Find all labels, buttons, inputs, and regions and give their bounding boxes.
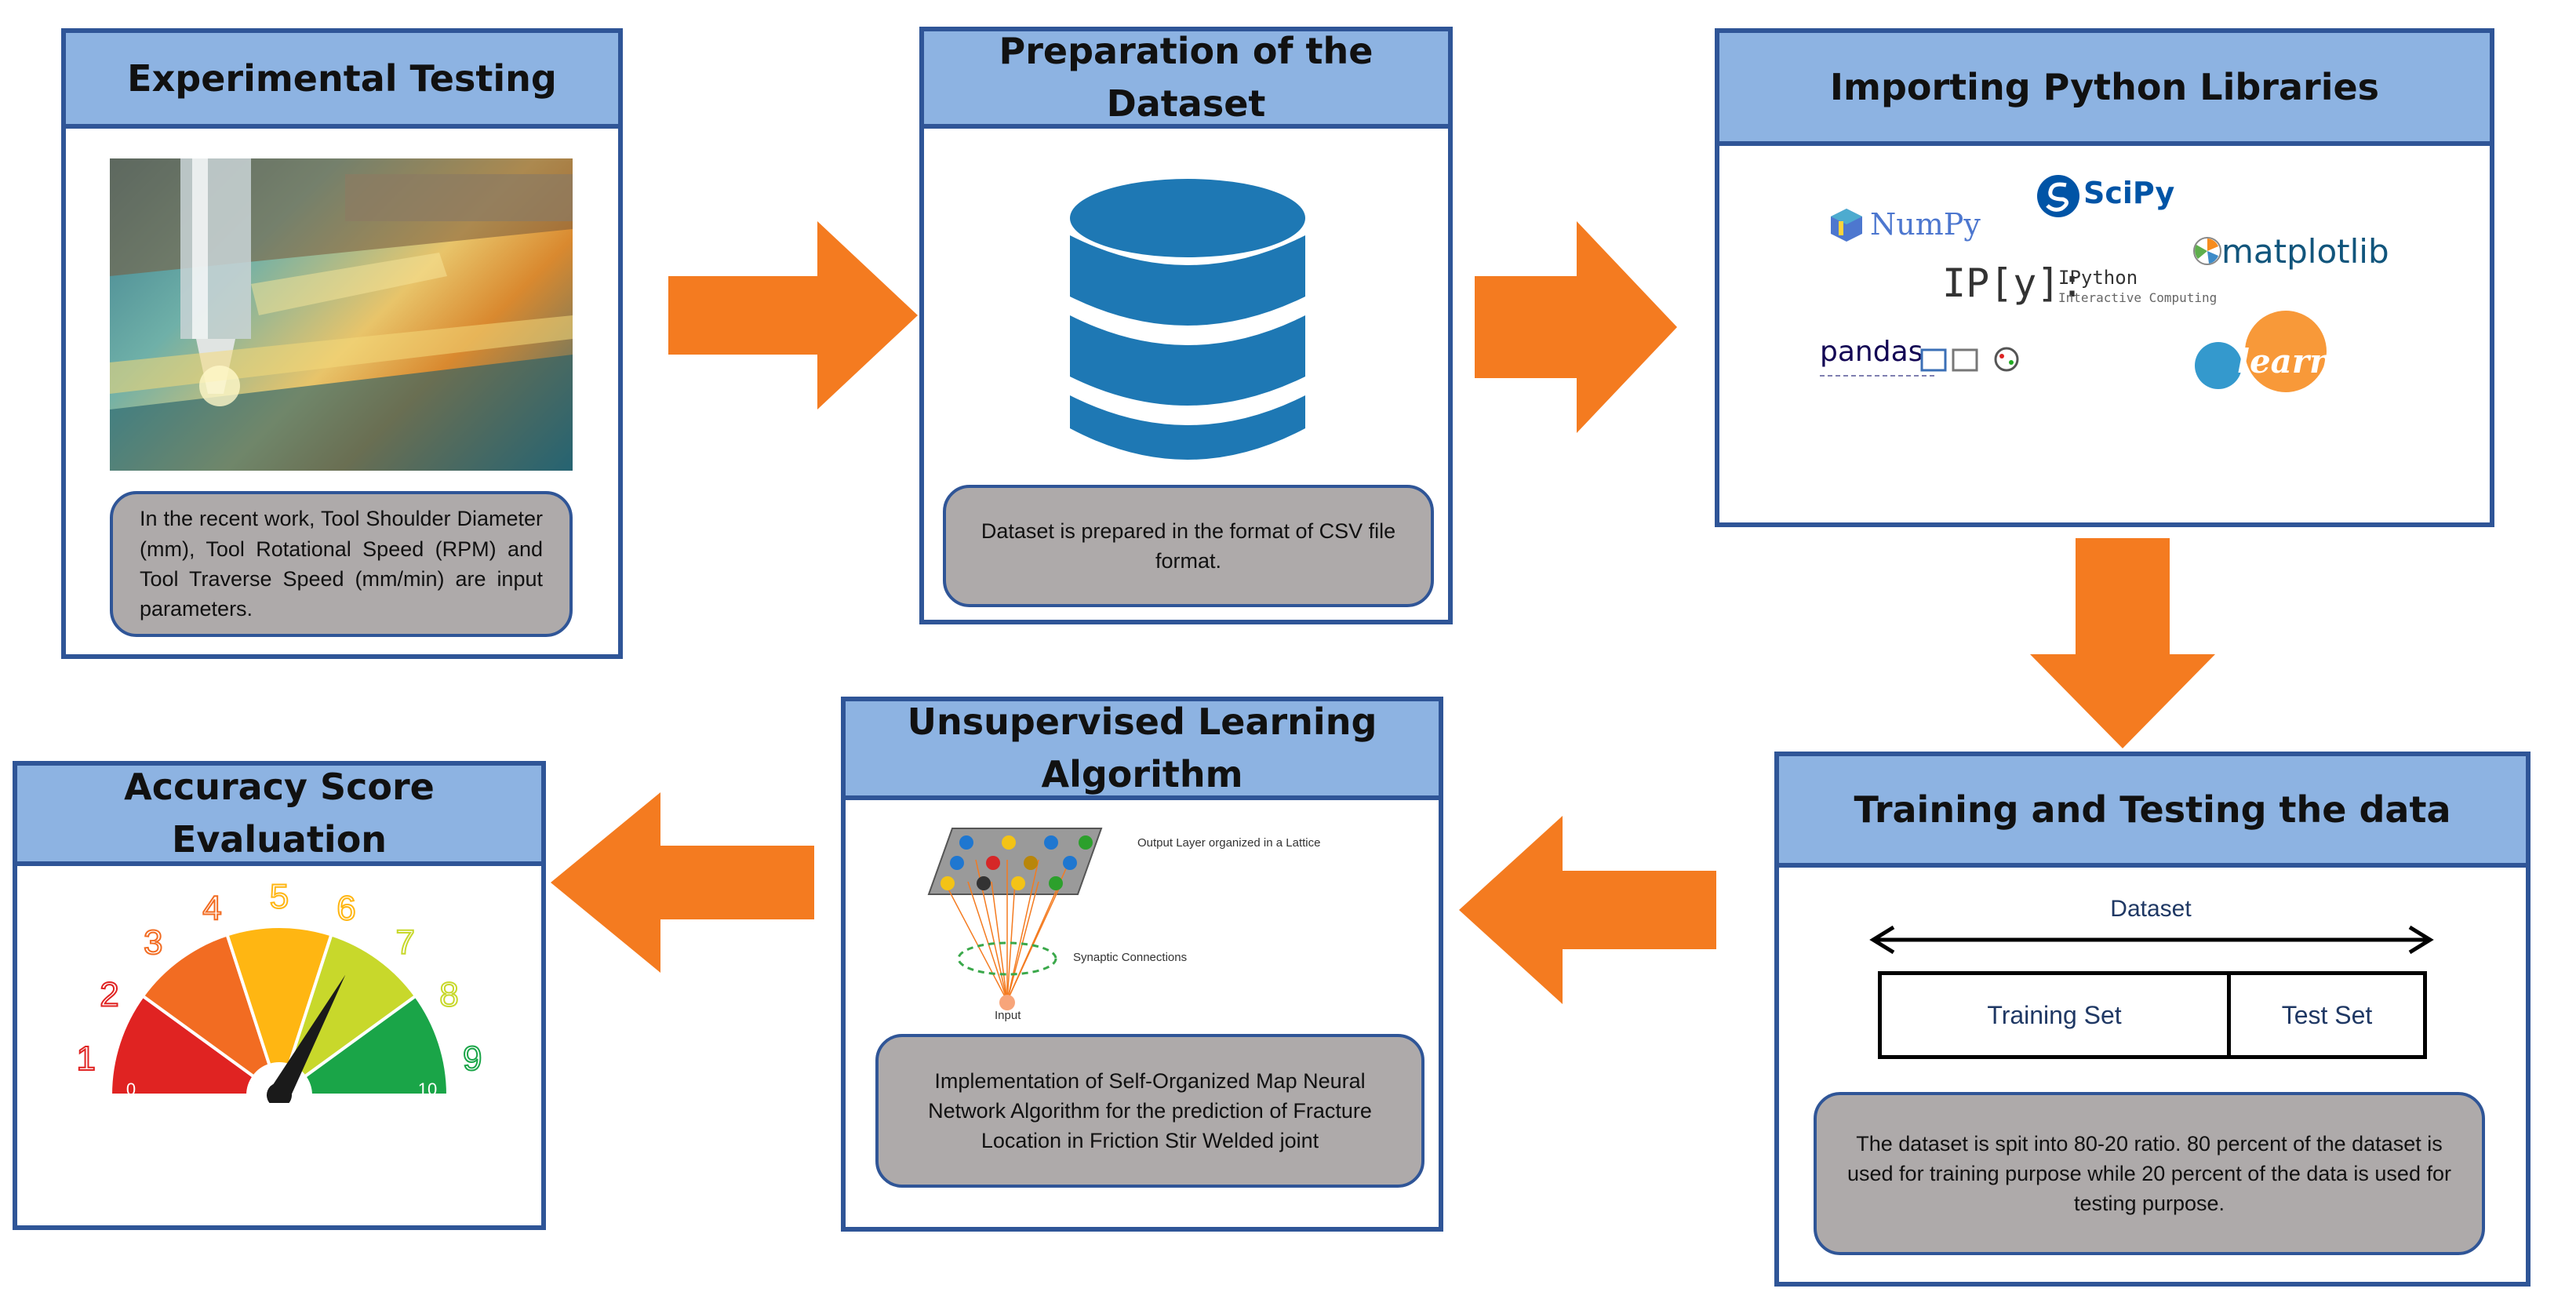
som-input-label: Input <box>995 1009 1021 1022</box>
gauge-tick-label: 2 <box>100 976 118 1014</box>
gauge-tick-label: 0 <box>126 1079 136 1099</box>
pandas-underline-icon <box>1820 375 1937 377</box>
panel-title-dataset: Preparation of the Dataset <box>924 30 1448 129</box>
description-experimental: In the recent work, Tool Shoulder Diamet… <box>110 491 573 637</box>
panel-unsupervised-learning: Unsupervised Learning Algorithm Output L… <box>841 697 1443 1232</box>
gauge-tick-label: 6 <box>337 890 355 928</box>
matplotlib-logo-icon <box>2193 237 2221 265</box>
sklearn-logo-icon <box>2195 311 2327 392</box>
accuracy-gauge: 0 123 4 5 6 789 10 <box>76 877 482 1103</box>
test-set-box: Test Set <box>2231 975 2423 1055</box>
panel-dataset-preparation: Preparation of the Dataset Dataset is pr… <box>919 27 1453 624</box>
description-dataset: Dataset is prepared in the format of CSV… <box>943 485 1434 607</box>
scipy-logo-icon <box>2037 175 2079 217</box>
gauge-tick-label: 10 <box>418 1079 437 1099</box>
ipython-logo-mark: IP[y]: <box>1942 260 2084 306</box>
arrow-right-2 <box>1475 221 1677 433</box>
gauge-tick-label: 1 <box>77 1039 96 1078</box>
gauge-segment <box>108 993 257 1097</box>
description-unsupervised: Implementation of Self-Organized Map Neu… <box>875 1034 1424 1188</box>
gauge-tick-label: 8 <box>439 976 458 1014</box>
arrow-left-2 <box>551 792 814 973</box>
gauge-needle <box>269 974 346 1101</box>
gauge-tick-label: 9 <box>463 1039 482 1078</box>
split-bar: Training Set Test Set <box>1878 971 2427 1059</box>
panel-experimental-testing: Experimental Testing In the recent work,… <box>61 28 623 659</box>
training-set-box: Training Set <box>1882 975 2231 1055</box>
gauge-segment <box>302 993 450 1097</box>
arrow-down <box>2030 538 2215 748</box>
gauge-tick-label: 7 <box>395 923 414 962</box>
ipython-logo-subtitle: Interactive Computing <box>2058 290 2218 305</box>
numpy-logo-icon <box>1831 209 1862 242</box>
gauge-tick-label: 3 <box>144 923 162 962</box>
gauge-tick-label: 5 <box>270 878 289 916</box>
panel-title-accuracy: Accuracy Score Evaluation <box>17 766 541 866</box>
panel-title-training: Training and Testing the data <box>1779 756 2526 868</box>
test-set-label: Test Set <box>2281 1000 2373 1029</box>
dataset-label: Dataset <box>2110 896 2192 922</box>
gauge-hub <box>267 1083 292 1103</box>
som-output-layer-label: Output Layer organized in a Lattice <box>1137 836 1321 850</box>
welding-photo <box>110 158 573 471</box>
panel-title-libraries: Importing Python Libraries <box>1719 33 2490 146</box>
arrow-left-1 <box>1459 816 1716 1004</box>
numpy-logo-text: NumPy <box>1870 207 1981 242</box>
gauge-tick-label: 4 <box>202 890 221 928</box>
arrow-right-1 <box>668 221 918 409</box>
description-training: The dataset is spit into 80-20 ratio. 80… <box>1814 1092 2485 1255</box>
som-diagram <box>927 828 1103 1010</box>
gauge-segment <box>225 925 333 1068</box>
pandas-logo-text: pandas <box>1820 336 1923 368</box>
training-set-label: Training Set <box>1987 1000 2122 1029</box>
database-icon <box>1070 179 1305 460</box>
double-arrow-icon <box>1869 925 2434 955</box>
panel-title-unsupervised: Unsupervised Learning Algorithm <box>846 701 1439 800</box>
scipy-logo-text: SciPy <box>2083 176 2175 210</box>
matplotlib-logo-text: matplotlib <box>2221 232 2389 271</box>
som-synaptic-label: Synaptic Connections <box>1073 951 1188 964</box>
ipython-logo-name: IPython <box>2058 267 2138 289</box>
panel-training-testing: Training and Testing the data Dataset Tr… <box>1774 752 2531 1287</box>
sklearn-logo-text: learn <box>2237 342 2334 380</box>
pandas-glyphs-icon <box>1920 347 2019 372</box>
panel-python-libraries: Importing Python Libraries NumPy SciPy m… <box>1715 28 2494 527</box>
panel-title-experimental: Experimental Testing <box>66 33 618 129</box>
